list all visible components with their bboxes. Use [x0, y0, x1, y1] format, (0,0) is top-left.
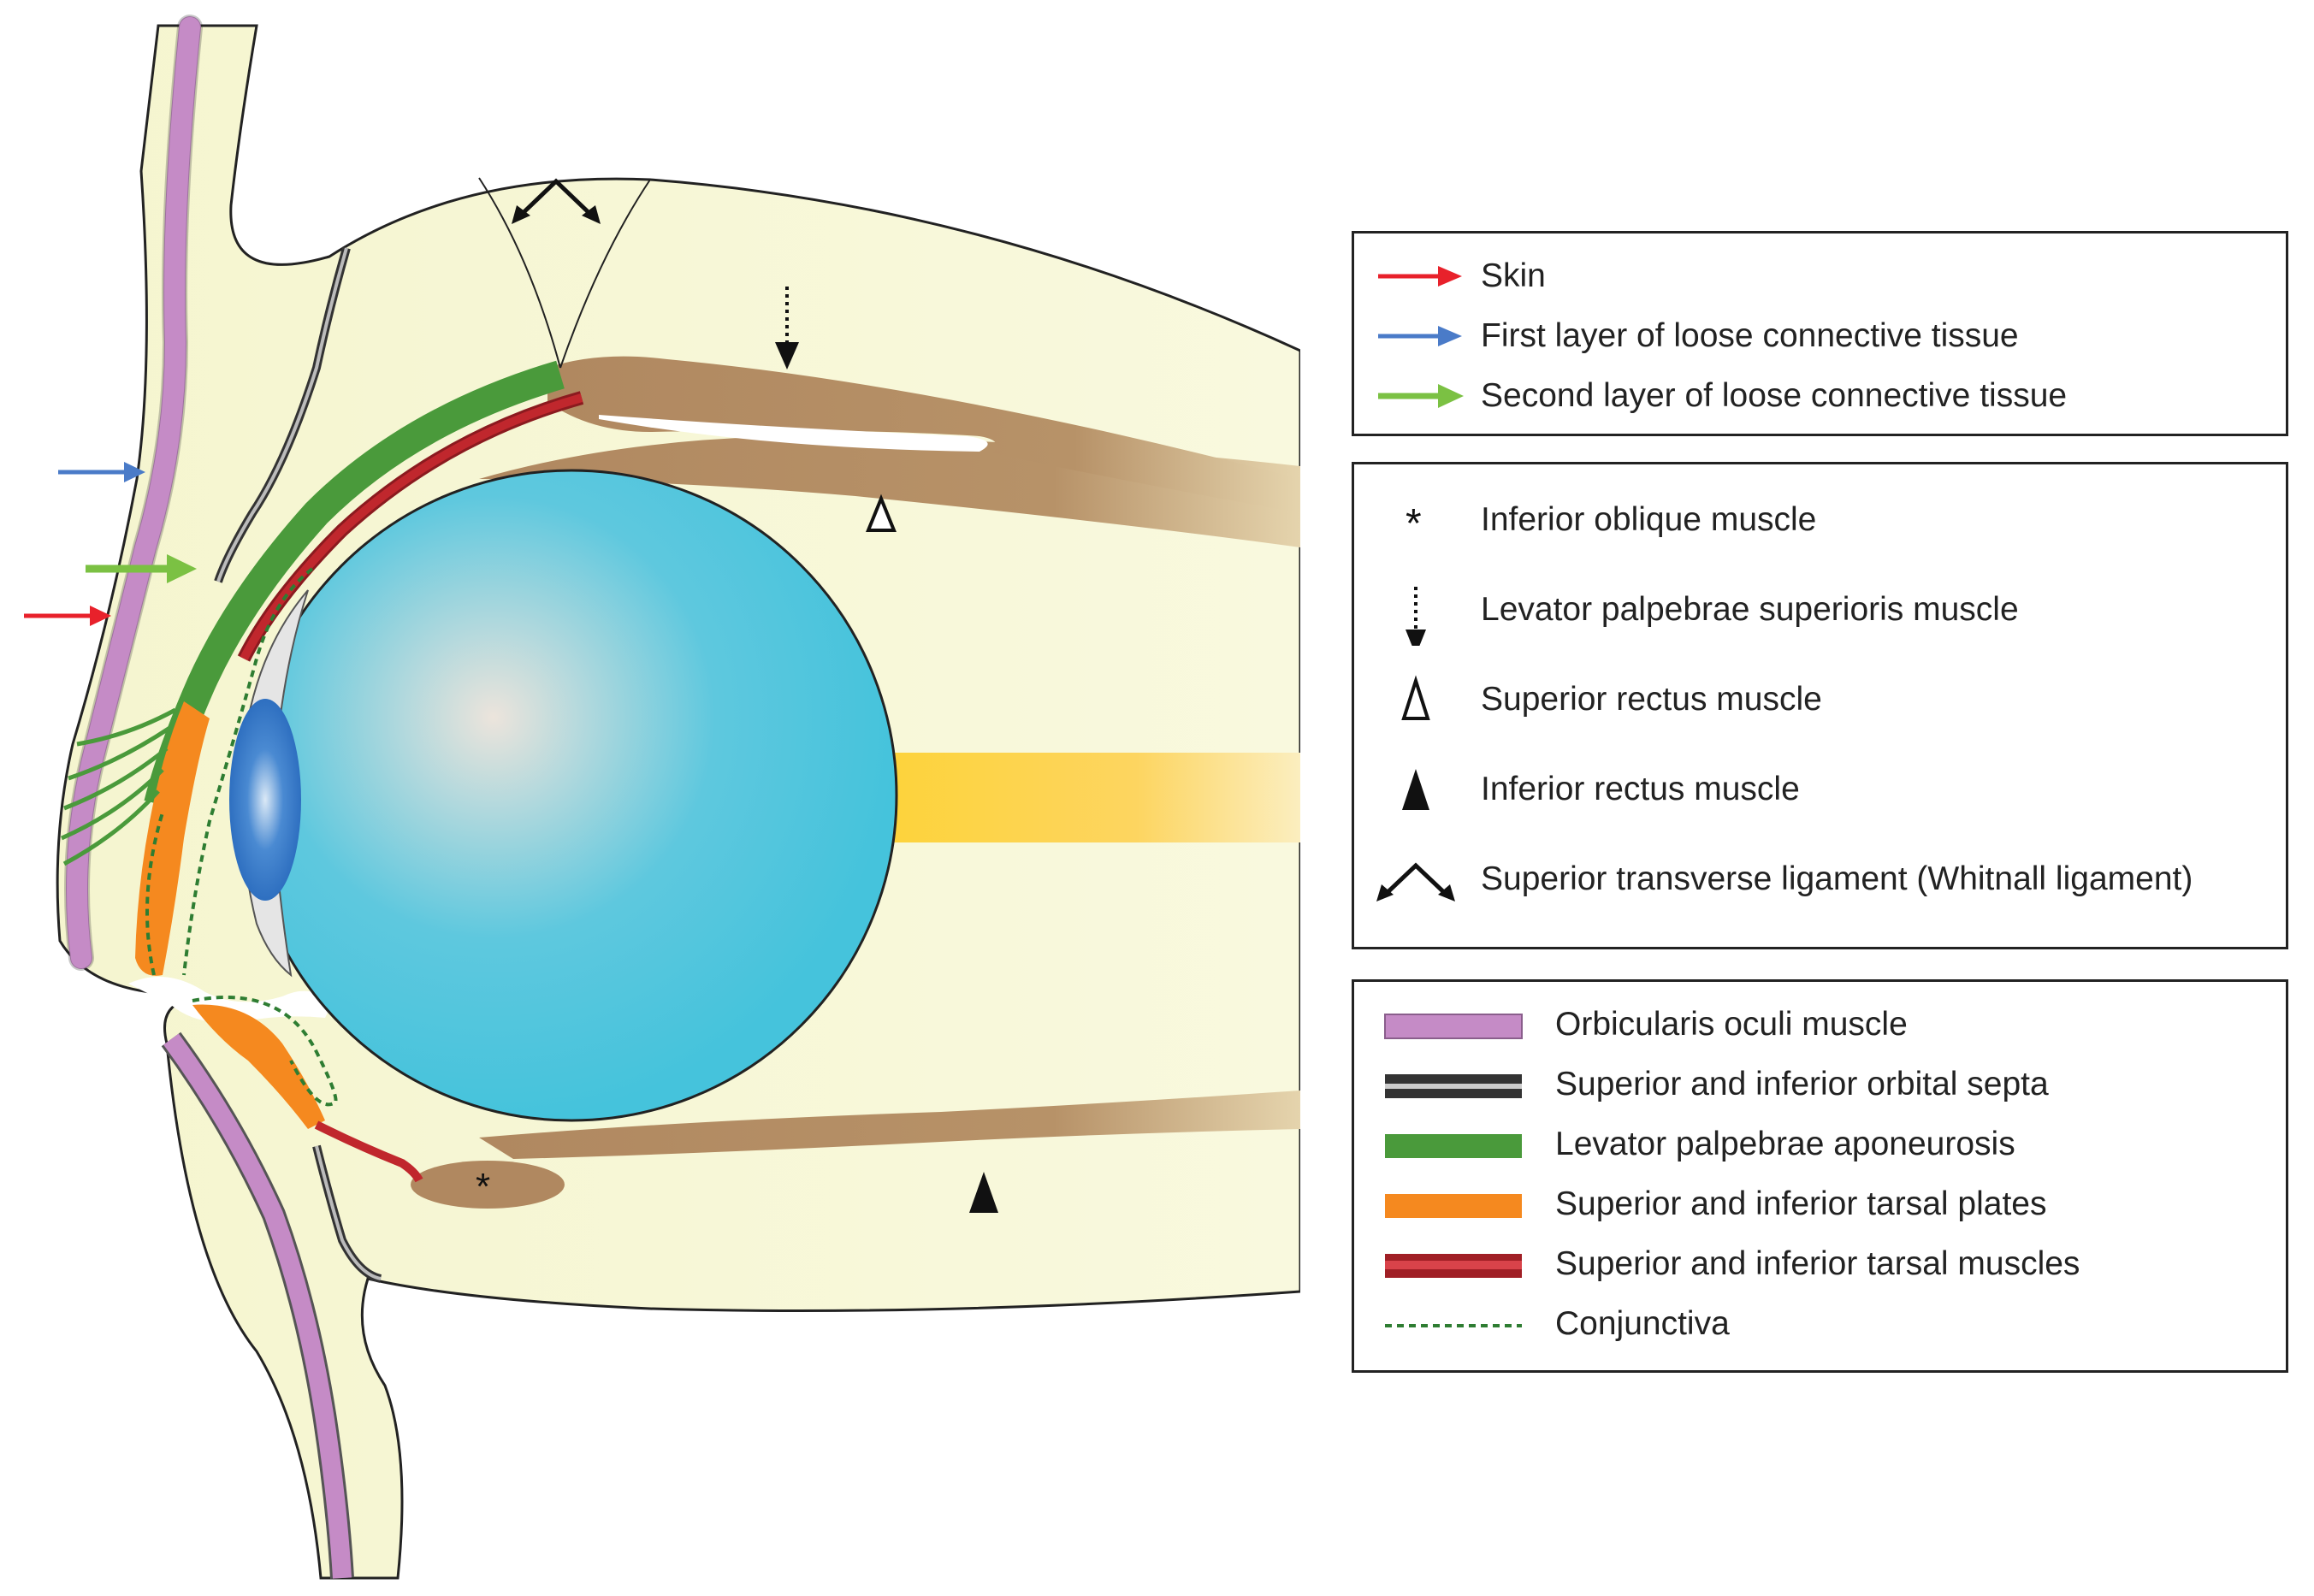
eyeball	[245, 469, 898, 1122]
orange-swatch-icon	[1385, 1194, 1522, 1218]
legend-label: Second layer of loose connective tissue	[1481, 377, 2068, 414]
legend-item-orbicularis-oculi: Orbicularis oculi muscle	[1354, 999, 2286, 1050]
red-arrow-icon	[1378, 266, 1462, 287]
legend-item-whitnall-ligament: Superior transverse ligament (Whitnall l…	[1354, 854, 2286, 905]
legend-item-superior-rectus: Superior rectus muscle	[1354, 674, 2286, 725]
legend-label: Levator palpebrae aponeurosis	[1555, 1126, 2015, 1162]
filled-triangle-icon	[1402, 769, 1429, 810]
legend-label: First layer of loose connective tissue	[1481, 317, 2019, 354]
inferior-tarsal-muscle	[314, 1120, 423, 1183]
superior-tarsal-plate	[135, 701, 210, 976]
blue-arrow-icon	[1378, 326, 1462, 346]
legend-tissue-arrows: Skin First layer of loose connective tis…	[1352, 231, 2288, 436]
legend-item-first-loose-connective-tissue: First layer of loose connective tissue	[1354, 310, 2286, 362]
legend-item-levator-palpebrae-superioris: Levator palpebrae superioris muscle	[1354, 584, 2286, 646]
chevron-arrows-icon	[1376, 862, 1455, 901]
dotted-arrow-down-icon	[1406, 587, 1426, 646]
gray-swatch-icon	[1385, 1074, 1522, 1098]
inferior-tarsal-plate	[192, 1004, 325, 1129]
legend-label: Superior rectus muscle	[1481, 681, 1822, 718]
legend-label: Superior and inferior tarsal muscles	[1555, 1245, 2080, 1282]
conjunctiva-lower	[192, 996, 338, 1107]
legend-tissue-layers: Orbicularis oculi muscle Superior and in…	[1352, 979, 2288, 1373]
superior-rectus-marker	[866, 494, 897, 532]
levator-palpebrae-superioris-muscle	[547, 356, 1300, 513]
inferior-oblique-muscle	[411, 1161, 565, 1209]
svg-text:*: *	[1406, 501, 1422, 546]
green-arrow-icon	[1378, 384, 1464, 408]
legend-label: Skin	[1481, 257, 1546, 294]
palpebral-fissure	[128, 977, 334, 1023]
legend-label: Inferior rectus muscle	[1481, 771, 1800, 807]
legend-item-tarsal-muscles: Superior and inferior tarsal muscles	[1354, 1238, 2286, 1290]
superior-transverse-ligament-marker	[516, 178, 596, 220]
legend-item-skin: Skin	[1354, 251, 2286, 302]
whitnall-ligament-right	[559, 179, 651, 369]
first-loose-connective-tissue-arrow	[58, 462, 145, 482]
legend-item-inferior-oblique: * Inferior oblique muscle	[1354, 494, 2286, 546]
legend-item-orbital-septa: Superior and inferior orbital septa	[1354, 1059, 2286, 1110]
whitnall-ligament-left	[478, 177, 561, 369]
second-loose-connective-tissue-arrow	[86, 554, 197, 583]
cornea-lens	[229, 699, 301, 901]
open-triangle-icon	[1401, 675, 1430, 720]
green-swatch-icon	[1385, 1134, 1522, 1158]
legend-item-levator-aponeurosis: Levator palpebrae aponeurosis	[1354, 1119, 2286, 1170]
optic-nerve	[890, 753, 1300, 842]
legend-label: Inferior oblique muscle	[1481, 501, 1817, 538]
asterisk-icon: *	[1406, 501, 1422, 546]
legend-item-tarsal-plates: Superior and inferior tarsal plates	[1354, 1179, 2286, 1230]
red-swatch-icon	[1385, 1254, 1522, 1278]
legend-label: Superior and inferior orbital septa	[1555, 1066, 2049, 1102]
legend-muscle-symbols: * Inferior oblique muscle Levator palpeb…	[1352, 462, 2288, 949]
legend-label: Superior transverse ligament (Whitnall l…	[1481, 860, 2193, 897]
legend-item-second-loose-connective-tissue: Second layer of loose connective tissue	[1354, 370, 2286, 422]
inferior-rectus-marker	[969, 1172, 998, 1213]
legend-item-inferior-rectus: Inferior rectus muscle	[1354, 764, 2286, 815]
pink-swatch-icon	[1384, 1014, 1523, 1039]
legend-label: Levator palpebrae superioris muscle	[1481, 591, 2019, 628]
legend-label: Conjunctiva	[1555, 1305, 1730, 1342]
legend-label: Orbicularis oculi muscle	[1555, 1006, 1908, 1043]
aponeurosis-fibres	[60, 707, 177, 866]
inferior-oblique-asterisk: *	[476, 1166, 490, 1208]
inferior-rectus-muscle	[479, 1091, 1300, 1159]
legend-label: Superior and inferior tarsal plates	[1555, 1185, 2047, 1222]
dotted-line-swatch-icon	[1385, 1324, 1522, 1327]
eyelid-anatomy-diagram: *	[24, 15, 1300, 1580]
skin-arrow	[24, 606, 111, 626]
legend-item-conjunctiva: Conjunctiva	[1354, 1298, 2286, 1350]
